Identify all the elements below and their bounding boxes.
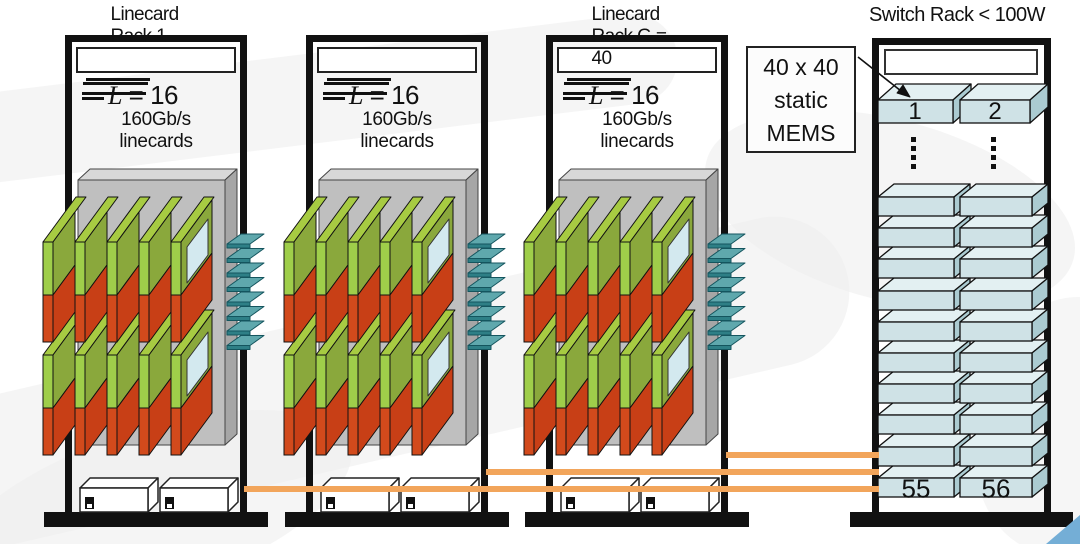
mems-module-stack (877, 183, 1049, 498)
switch-frame (850, 38, 1073, 527)
callout-arrow (857, 56, 911, 98)
linecard-rack-3-graphic (523, 35, 749, 527)
rack-top-panel (557, 47, 717, 73)
ellipsis-dots (911, 137, 996, 169)
psu-boxes (560, 477, 720, 513)
switch-rack-title: Switch Rack < 100W (868, 4, 1046, 26)
linecard-rack-1-graphic (42, 35, 268, 527)
callout-text-line: static (774, 87, 828, 113)
mems-callout-box: 40 x 40 static MEMS (746, 46, 856, 153)
linecard-row-top (42, 196, 215, 343)
mems-box-number-56: 56 (981, 473, 1011, 504)
psu-boxes (320, 477, 480, 513)
heatsink-fins (707, 233, 746, 350)
callout-text-line: MEMS (766, 120, 836, 146)
fiber-link-rack1 (244, 486, 879, 492)
fiber-links (244, 452, 879, 492)
linecard-row-top (523, 196, 696, 343)
heatsink-fins (467, 233, 506, 350)
rack-top-panel (76, 47, 236, 73)
mems-box-number-55: 55 (901, 473, 931, 504)
rack-top-panel (317, 47, 477, 73)
linecard-row-top (283, 196, 456, 343)
callout-text-line: 40 x 40 (763, 54, 839, 80)
fiber-link-rack3 (726, 452, 879, 458)
mems-modules-1-2 (877, 83, 1049, 124)
switch-rack-graphic (850, 38, 1073, 527)
heatsink-fins (226, 233, 265, 350)
mems-box-number-2: 2 (988, 98, 1002, 125)
mems-box-number-1: 1 (908, 98, 922, 125)
fiber-link-rack2 (486, 469, 879, 475)
linecard-row-bottom (42, 309, 215, 456)
slide-corner-decoration (1046, 515, 1080, 544)
switch-top-panel (884, 49, 1038, 75)
linecard-rack-2-graphic (283, 35, 509, 527)
psu-boxes (79, 477, 239, 513)
